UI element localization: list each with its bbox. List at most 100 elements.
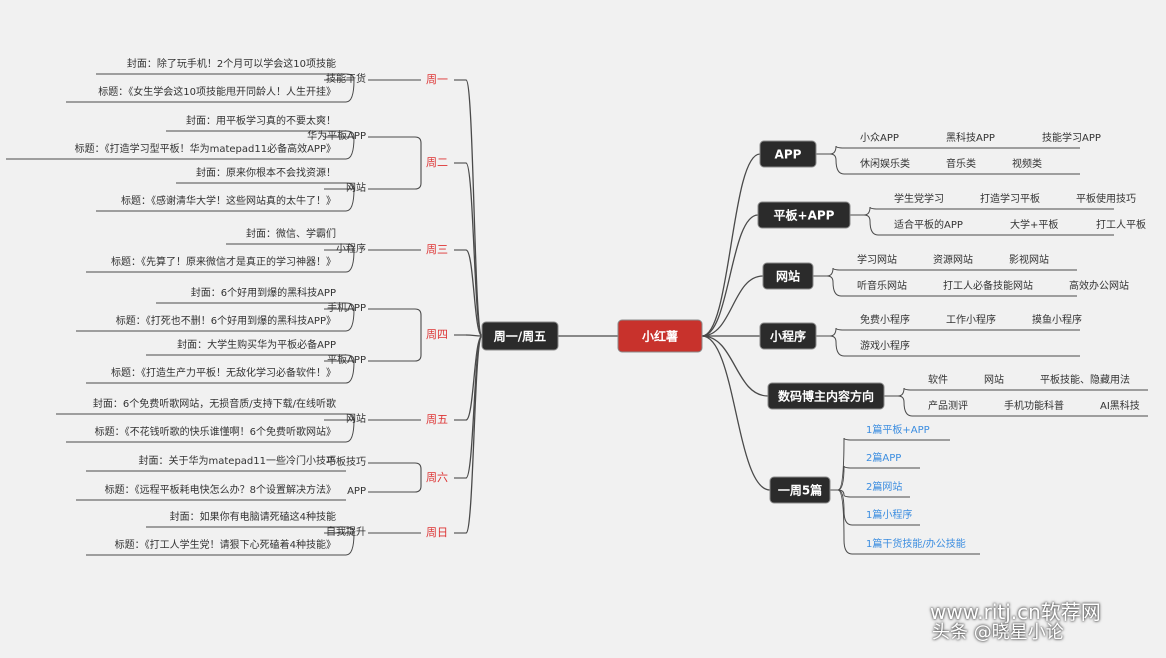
day-label-3: 周四 (426, 328, 448, 341)
row-line-3-0 (816, 327, 1080, 337)
right-node-2-label: 网站 (776, 269, 800, 284)
right-leaf-0-0-1: 黑科技APP (946, 131, 995, 144)
right-node-4[interactable]: 数码博主内容方向 (767, 382, 885, 410)
center-node-box[interactable] (617, 319, 703, 353)
row-line-0-0 (816, 145, 1080, 155)
leaf-item-4-0-0: 封面：6个免费听歌网站，无损音质/支持下载/在线听歌 (93, 397, 336, 410)
right-node-4-label: 数码博主内容方向 (778, 389, 874, 404)
right-node-3-box[interactable] (759, 322, 817, 350)
left-main-node[interactable]: 周一/周五 (481, 321, 559, 351)
leaf-item-0-0-1: 标题：《女生学会这10项技能甩开同龄人！人生开挂》 (98, 85, 336, 98)
day-cat-link-3-0 (368, 308, 422, 335)
leaf-item-3-0-0: 封面：6个好用到爆的黑科技APP (191, 286, 336, 299)
category-label-5-1: APP (347, 486, 366, 497)
right-leaf-2-1-1: 打工人必备技能网站 (943, 279, 1033, 292)
right-leaf-1-1-2: 打工人平板 (1096, 218, 1146, 231)
day-label-5: 周六 (426, 471, 448, 484)
leaf-item-1-1-1: 标题：《感谢清华大学！这些网站真的太牛了！》 (121, 194, 336, 207)
row-line-2-0 (813, 267, 1077, 277)
right-node-2[interactable]: 网站 (762, 262, 814, 290)
right-leaf-2-0-1: 资源网站 (933, 253, 973, 266)
weekly-item-1: 2篇APP (866, 451, 901, 464)
right-leaf-4-0-2: 平板技能、隐藏用法 (1040, 373, 1130, 386)
day-cat-link-5-0 (368, 462, 422, 478)
day-label-0: 周一 (426, 73, 448, 86)
leaf-bracket-2-0-1 (324, 249, 355, 273)
left-main-node-box[interactable] (481, 321, 559, 351)
right-node-3[interactable]: 小程序 (759, 322, 817, 350)
leaf-bracket-1-1-1 (324, 188, 355, 212)
category-label-4-0: 网站 (346, 412, 366, 425)
right-branch-0 (701, 153, 761, 337)
leaf-bracket-1-0-1 (324, 136, 355, 160)
leaf-item-2-0-0: 封面：微信、学霸们 (246, 227, 336, 240)
category-label-2-0: 小程序 (336, 242, 366, 255)
right-branch-1 (701, 214, 759, 337)
right-node-4-box[interactable] (767, 382, 885, 410)
weekly-item-2: 2篇网站 (866, 480, 902, 493)
row-line-0-1 (816, 153, 1080, 175)
right-leaf-0-0-2: 技能学习APP (1042, 131, 1101, 144)
leaf-bracket-6-0-1 (324, 532, 355, 556)
weekly-line-2 (830, 489, 910, 498)
leaf-item-4-0-1: 标题：《不花钱听歌的快乐谁懂啊！6个免费听歌网站》 (95, 425, 336, 438)
right-node-1[interactable]: 平板+APP (757, 201, 851, 229)
right-leaf-0-1-1: 音乐类 (946, 157, 976, 170)
leaf-item-0-0-0: 封面：除了玩手机！2个月可以学会这10项技能 (127, 57, 336, 70)
watermark-author: 头条 @晓星小论 (932, 622, 1064, 643)
right-leaf-3-0-0: 免费小程序 (860, 313, 910, 326)
right-leaf-1-0-1: 打造学习平板 (980, 192, 1040, 205)
leaf-item-2-0-1: 标题：《先算了！原来微信才是真正的学习神器！》 (111, 255, 336, 268)
weekly-item-0: 1篇平板+APP (866, 423, 930, 436)
right-leaf-4-1-1: 手机功能科普 (1004, 399, 1064, 412)
leaf-item-1-0-0: 封面：用平板学习真的不要太爽！ (186, 114, 336, 127)
leaf-item-3-1-0: 封面：大学生购买华为平板必备APP (177, 338, 336, 351)
day-label-6: 周日 (426, 526, 448, 539)
right-leaf-2-0-0: 学习网站 (857, 253, 897, 266)
leaf-item-3-1-1: 标题：《打造生产力平板！无敌化学习必备软件！》 (111, 366, 336, 379)
leaf-item-6-0-1: 标题：《打工人学生党！请狠下心死磕着4种技能》 (115, 538, 336, 551)
right-node-0-label: APP (775, 148, 802, 162)
day-cat-link-1-1 (368, 163, 422, 190)
row-line-3-1 (816, 335, 1080, 357)
right-node-0-box[interactable] (759, 140, 817, 168)
day-cat-link-1-0 (368, 136, 422, 163)
right-leaf-1-0-0: 学生党学习 (894, 192, 944, 205)
watermark-site: www.ritj.cn软荐网 (930, 600, 1101, 624)
left-main-node-label: 周一/周五 (494, 330, 546, 344)
row-line-4-0 (884, 387, 1148, 397)
right-node-1-label: 平板+APP (774, 208, 835, 223)
right-leaf-0-0-0: 小众APP (860, 132, 899, 144)
category-label-3-1: 平板APP (327, 353, 366, 366)
left-branch-6 (465, 335, 483, 534)
right-branch-4 (701, 335, 769, 397)
right-node-0[interactable]: APP (759, 140, 817, 168)
center-node[interactable]: 小红薯 (617, 319, 703, 353)
leaf-item-1-0-1: 标题：《打造学习型平板！华为matepad11必备高效APP》 (75, 142, 336, 155)
leaf-item-5-0-0: 封面：关于华为matepad11一些冷门小技巧 (139, 454, 337, 467)
leaf-bracket-0-0-1 (324, 79, 355, 103)
category-label-1-0: 华为平板APP (307, 129, 366, 142)
day-label-4: 周五 (426, 413, 448, 426)
center-node-label: 小红薯 (642, 329, 678, 344)
weekly-item-3: 1篇小程序 (866, 508, 912, 521)
right-node-1-box[interactable] (757, 201, 851, 229)
category-label-0-0: 技能干货 (326, 72, 366, 85)
category-label-5-0: 平板技巧 (326, 455, 366, 468)
right-leaf-2-1-2: 高效办公网站 (1069, 279, 1129, 292)
right-leaf-2-1-0: 听音乐网站 (857, 279, 907, 292)
leaf-item-6-0-0: 封面：如果你有电脑请死磕这4种技能 (170, 510, 336, 523)
weekly-node-box[interactable] (769, 476, 831, 504)
right-node-3-label: 小程序 (770, 329, 806, 344)
right-leaf-4-0-0: 软件 (928, 373, 948, 386)
right-node-2-box[interactable] (762, 262, 814, 290)
day-cat-link-5-1 (368, 478, 422, 493)
category-label-3-0: 手机APP (327, 301, 366, 314)
right-leaf-3-0-2: 摸鱼小程序 (1032, 313, 1082, 326)
left-branch-1 (465, 162, 483, 337)
weekly-node[interactable]: 一周5篇 (769, 476, 831, 504)
right-branch-2 (701, 275, 764, 337)
